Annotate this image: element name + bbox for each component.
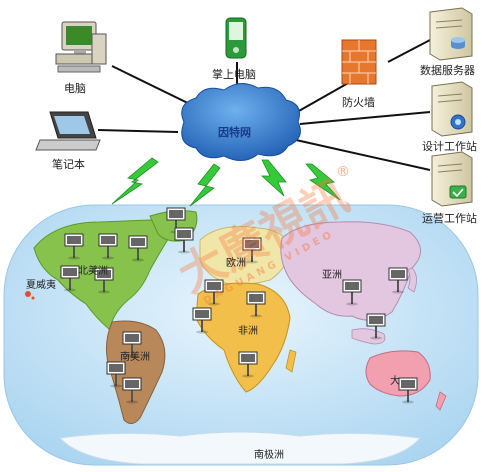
registered-mark: ®: [336, 164, 350, 180]
server-icon: [431, 151, 473, 207]
europe-label: 欧洲: [226, 258, 246, 269]
handheld-label: 掌上电脑: [212, 68, 256, 81]
network-links: [97, 39, 431, 171]
design-workstation-label: 设计工作站: [422, 140, 477, 153]
firewall-icon: [341, 39, 377, 85]
laptop-icon: [35, 111, 101, 151]
firewall-label: 防火墙: [342, 96, 375, 109]
oceania-label: 大: [390, 376, 400, 387]
pda-icon: [225, 17, 247, 59]
north-america-label: 北美洲: [78, 266, 108, 277]
server-icon: [429, 7, 473, 61]
new-zealand-shape: [435, 391, 447, 411]
computer-label: 电脑: [64, 82, 86, 95]
data-server-label: 数据服务器: [420, 64, 475, 77]
lightning-icon: [111, 157, 341, 207]
south-america-label: 南美洲: [120, 352, 150, 363]
desktop-computer-icon: [55, 21, 107, 73]
internet-label: 因特网: [218, 126, 251, 139]
hawaii-dot: [25, 291, 31, 297]
asia-shape: [280, 221, 421, 321]
antarctica-label: 南极洲: [254, 450, 284, 461]
internet-cloud-icon: [181, 83, 301, 161]
antarctica-shape: [58, 431, 421, 465]
asia-label: 亚洲: [322, 270, 342, 281]
ops-workstation-label: 运营工作站: [422, 212, 477, 225]
africa-label: 非洲: [238, 326, 258, 337]
hawaii-label: 夏威夷: [26, 280, 56, 291]
africa-shape: [195, 282, 291, 393]
madagascar-shape: [285, 349, 297, 373]
server-icon: [431, 81, 473, 137]
japan-shape: [407, 267, 417, 293]
laptop-label: 笔记本: [52, 158, 85, 171]
